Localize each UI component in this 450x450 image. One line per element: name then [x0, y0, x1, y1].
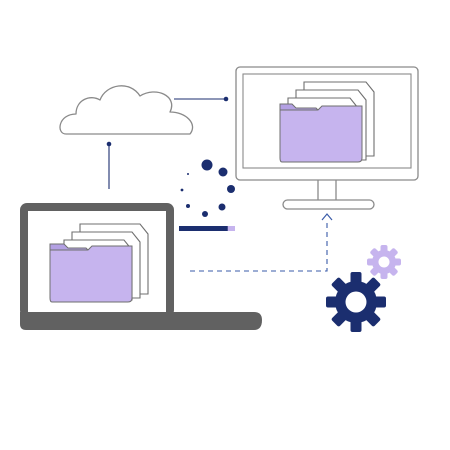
small-gear-icon — [367, 245, 401, 279]
arrow-up-icon — [321, 213, 333, 221]
desktop-folder-icon — [279, 81, 375, 163]
progress-fill — [179, 226, 228, 231]
progress-bar — [179, 226, 235, 231]
loading-spinner-icon — [180, 159, 235, 217]
sync-path-connector — [190, 220, 328, 272]
cloud-icon — [59, 85, 194, 135]
cloud-to-desktop-connector — [174, 96, 229, 102]
cloud-to-laptop-connector — [106, 141, 112, 189]
large-gear-icon — [326, 272, 386, 332]
laptop-folder-icon — [49, 223, 149, 303]
